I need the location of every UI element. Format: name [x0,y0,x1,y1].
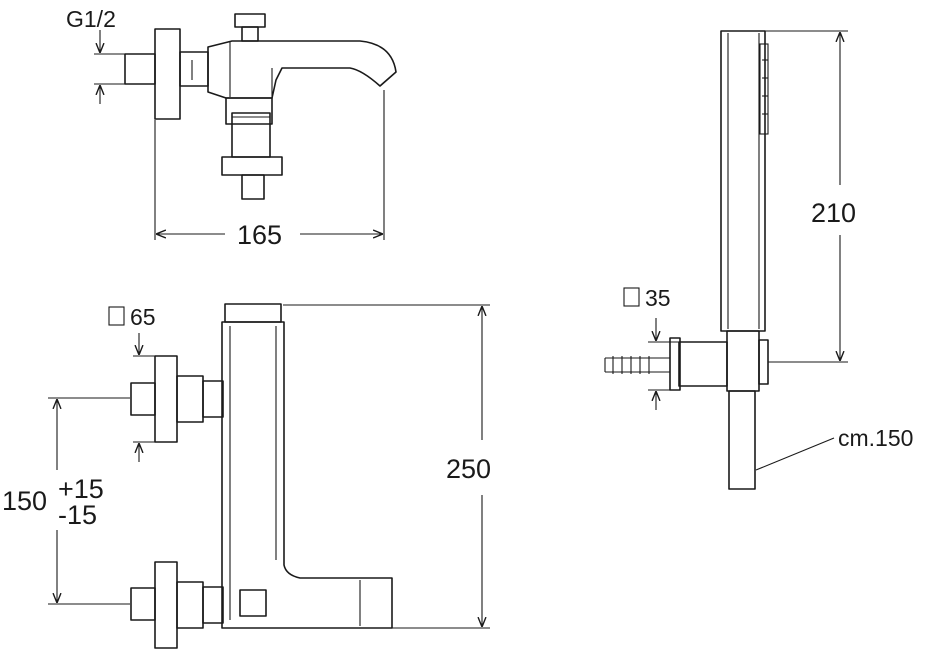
mixer-front-view: 65 150 +15 -15 250 [2,303,491,649]
handshower-length-label: 210 [811,198,856,228]
handshower-view: 35 210 cm.150 [604,30,913,490]
mixer-top-view: G1/2 165 [66,6,397,250]
holder-square-label: 35 [645,285,671,311]
centers-tolerance-plus: +15 [58,474,104,504]
thread-label: G1/2 [66,6,116,32]
spout-projection-label: 165 [237,220,282,250]
flange-square-label: 65 [130,304,156,330]
hose-length-label: cm.150 [838,425,913,451]
centers-tolerance-minus: -15 [58,500,97,530]
centers-label: 150 [2,486,47,516]
height-label: 250 [446,454,491,484]
